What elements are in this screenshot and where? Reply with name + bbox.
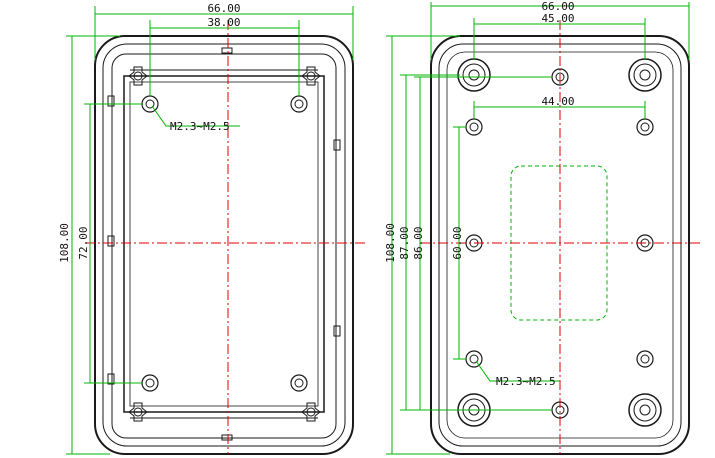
back-dim-width-boss <box>473 18 646 60</box>
front-corner-snap-bl <box>128 402 148 422</box>
back-dim-width-outer-label: 66.00 <box>541 0 574 13</box>
front-outer-shell <box>94 35 354 455</box>
front-corner-snap-br <box>301 402 321 422</box>
front-slot-left-3 <box>107 373 115 385</box>
front-slot-left-1 <box>107 95 115 107</box>
back-boss-tl <box>457 58 491 92</box>
front-slot-right-1 <box>333 139 341 151</box>
front-dim-height-holes <box>84 103 142 384</box>
front-dim-height-holes-label: 72.00 <box>77 226 90 259</box>
front-dim-width-outer-label: 66.00 <box>207 2 240 15</box>
front-board-inner <box>129 81 319 407</box>
front-slot-bottom <box>221 434 233 441</box>
back-dim-width-outer <box>430 2 690 60</box>
front-corner-snap-tr <box>301 66 321 86</box>
back-dim-width-inner-label: 44.00 <box>541 95 574 108</box>
back-hole-l3 <box>465 350 483 368</box>
back-hole-l1 <box>465 118 483 136</box>
front-dim-width-outer <box>94 6 354 60</box>
front-screw-leader <box>151 105 240 127</box>
back-view: 66.00 45.00 44.00 108.00 87.00 <box>384 0 700 455</box>
front-slot-right-2 <box>333 325 341 337</box>
back-hole-r1 <box>636 118 654 136</box>
front-screw-hole-bl <box>141 374 159 392</box>
front-dim-width-holes-label: 38.00 <box>207 16 240 29</box>
front-screw-hole-br <box>290 374 308 392</box>
front-slot-top <box>221 47 233 54</box>
front-screw-hole-tr <box>290 95 308 113</box>
back-dim-height-86-label: 86.00 <box>412 226 425 259</box>
front-view: 66.00 38.00 108.00 72.00 M2.3~M2.5 <box>58 2 365 455</box>
front-slot-left-2 <box>107 235 115 247</box>
front-dim-width-holes <box>149 20 300 96</box>
front-dim-height-outer-label: 108.00 <box>58 223 71 263</box>
front-inner-rim <box>102 43 346 447</box>
back-hole-r3 <box>636 350 654 368</box>
front-screw-hole-tl <box>141 95 159 113</box>
back-dim-width-inner <box>473 101 646 119</box>
back-dim-height-60 <box>453 126 466 360</box>
back-dim-height-86 <box>414 76 552 411</box>
back-boss-tr <box>628 58 662 92</box>
back-screw-leader <box>475 360 560 382</box>
back-screw-note: M2.3~M2.5 <box>496 375 556 388</box>
front-dim-height-outer <box>66 35 120 455</box>
back-dim-width-boss-label: 45.00 <box>541 12 574 25</box>
front-corner-snap-tl <box>128 66 148 86</box>
back-dim-height-87-label: 87.00 <box>398 226 411 259</box>
back-boss-br <box>628 393 662 427</box>
back-dim-height-outer-label: 108.00 <box>384 223 397 263</box>
back-dim-height-outer <box>386 35 460 455</box>
front-screw-note: M2.3~M2.5 <box>170 120 230 133</box>
back-dim-height-60-label: 60.00 <box>451 226 464 259</box>
front-board-outline <box>123 75 325 413</box>
